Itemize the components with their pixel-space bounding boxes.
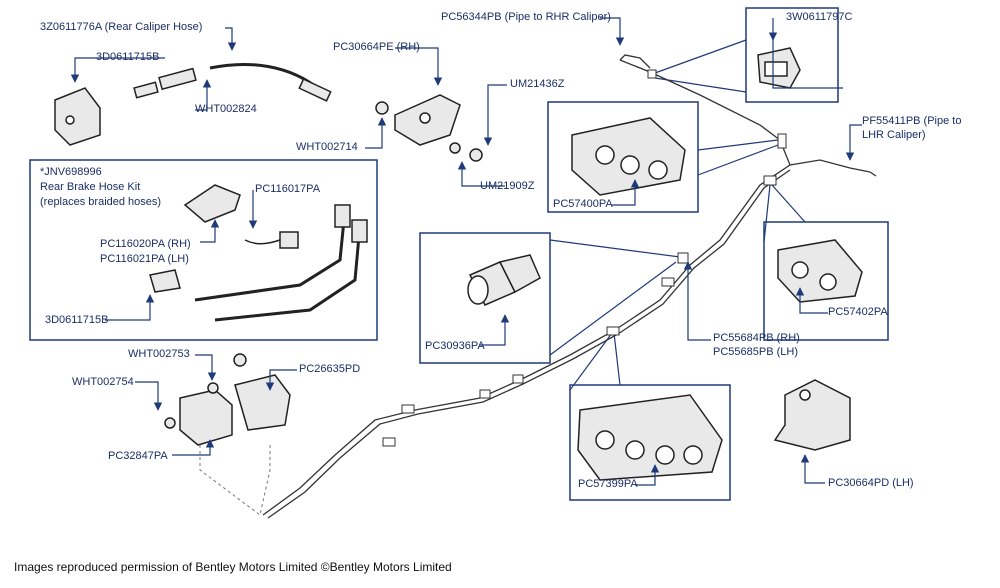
label-rear-caliper-hose: 3Z0611776A (Rear Caliper Hose) bbox=[40, 21, 203, 33]
label-3d0611715b-top: 3D0611715B bbox=[96, 51, 160, 63]
label-3d0611715b-kit: 3D0611715B bbox=[45, 314, 109, 326]
bracket-3d-top bbox=[54, 87, 101, 146]
bracket-pc30664pe bbox=[375, 94, 483, 162]
label-pc57402pa: PC57402PA bbox=[828, 306, 888, 318]
label-pc30664pe: PC30664PE (RH) bbox=[333, 41, 420, 53]
label-kit-name: Rear Brake Hose Kit bbox=[40, 181, 141, 193]
label-pc116020pa: PC116020PA (RH) bbox=[100, 238, 191, 250]
clip-pc57400pa-part bbox=[571, 117, 686, 196]
kit-parts bbox=[149, 184, 368, 322]
copyright-footer: Images reproduced permission of Bentley … bbox=[14, 560, 452, 574]
clip-3w-box bbox=[745, 7, 839, 103]
pipe-clips bbox=[382, 69, 787, 447]
pc57402pa-box bbox=[763, 221, 889, 341]
union-pc30936pa-part bbox=[467, 254, 541, 306]
rear-caliper-hose bbox=[133, 62, 332, 102]
label-pc55684pb: PC55684PB (RH) bbox=[713, 332, 800, 344]
label-pc56344pb: PC56344PB (Pipe to RHR Caliper) bbox=[441, 11, 611, 23]
pc30936pa-box bbox=[419, 232, 551, 364]
label-um21909z: UM21909Z bbox=[480, 180, 535, 192]
clip-pc57399pa-part bbox=[577, 394, 723, 481]
label-pc32847pa: PC32847PA bbox=[108, 450, 168, 462]
label-pc57399pa: PC57399PA bbox=[578, 478, 638, 490]
pc57400pa-box bbox=[547, 101, 699, 213]
label-wht002824: WHT002824 bbox=[195, 103, 257, 115]
label-pc26635pd: PC26635PD bbox=[299, 363, 361, 375]
label-pc55685pb: PC55685PB (LH) bbox=[713, 346, 798, 358]
lower-bracket-group bbox=[164, 353, 291, 446]
label-pc57400pa: PC57400PA bbox=[553, 198, 613, 210]
label-kit-note: (replaces braided hoses) bbox=[40, 196, 162, 208]
label-wht002714: WHT002714 bbox=[296, 141, 358, 153]
label-pf55411pb-line1: PF55411PB (Pipe to bbox=[862, 115, 962, 127]
label-pf55411pb-line2: LHR Caliper) bbox=[862, 129, 926, 141]
label-um21436z: UM21436Z bbox=[510, 78, 565, 90]
clip-pc57402pa-part bbox=[777, 239, 863, 303]
label-pc30664pd: PC30664PD (LH) bbox=[828, 477, 914, 489]
label-pc116021pa: PC116021PA (LH) bbox=[100, 253, 189, 265]
label-kit-number: *JNV698996 bbox=[40, 166, 102, 178]
label-wht002754: WHT002754 bbox=[72, 376, 134, 388]
label-wht002753: WHT002753 bbox=[128, 348, 190, 360]
kit-box bbox=[29, 159, 378, 341]
label-3w0611797c: 3W0611797C bbox=[786, 11, 853, 23]
pipe-rhr bbox=[619, 54, 651, 69]
clip-3w-part bbox=[757, 47, 801, 89]
box-connectors bbox=[549, 39, 806, 391]
label-pc116017pa: PC116017PA bbox=[255, 183, 321, 195]
label-pc30936pa: PC30936PA bbox=[425, 340, 485, 352]
bracket-pc30664pd-part bbox=[773, 379, 851, 451]
pc57399pa-box bbox=[569, 384, 731, 501]
guide-lines bbox=[199, 445, 271, 516]
leader-arrows bbox=[70, 17, 862, 486]
